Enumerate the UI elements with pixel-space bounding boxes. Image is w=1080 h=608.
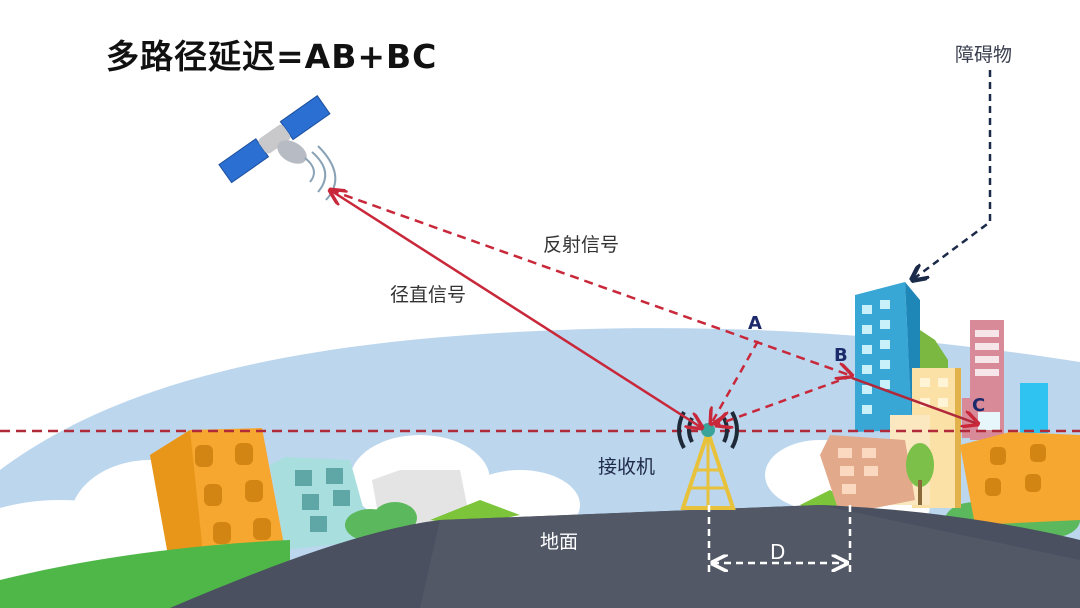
obstacle-building xyxy=(855,282,920,432)
distance-label: D xyxy=(770,540,786,564)
receiver-label: 接收机 xyxy=(598,456,656,478)
distance-marker xyxy=(707,505,852,572)
right-orange-building xyxy=(960,432,1080,525)
ab-line xyxy=(711,340,760,424)
green-hedge xyxy=(920,330,948,380)
point-b-label: B xyxy=(834,345,848,366)
direct-signal-line xyxy=(330,190,702,428)
tan-building xyxy=(820,435,915,515)
satellite-icon xyxy=(218,95,337,201)
obstacle-pointer xyxy=(912,70,992,280)
tree xyxy=(906,443,934,505)
bc-line xyxy=(851,376,978,424)
small-blue-building xyxy=(1020,383,1048,433)
point-a-label: A xyxy=(748,313,762,334)
reflected-signal-line xyxy=(329,188,852,376)
b-to-receiver-line xyxy=(716,374,853,425)
ground-label: 地面 xyxy=(540,531,579,553)
point-c-label: C xyxy=(972,395,986,416)
reflected-signal-label: 反射信号 xyxy=(543,234,620,256)
diagram-title: 多路径延迟=AB+BC xyxy=(106,37,438,76)
obstacle-label: 障碍物 xyxy=(955,44,1013,66)
left-orange-building xyxy=(150,428,285,555)
direct-signal-label: 径直信号 xyxy=(390,284,467,306)
